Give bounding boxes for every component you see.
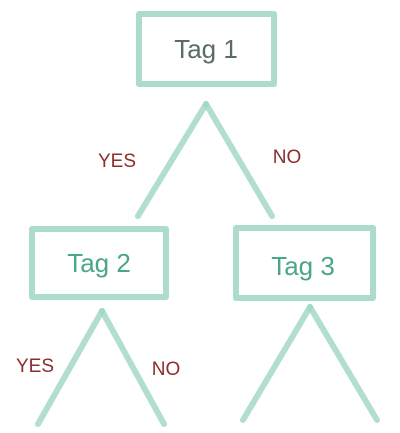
node-tag-2-box [29,226,169,300]
node-tag-2: Tag 2 [29,226,169,300]
node-tag-1-label: Tag 1 [174,34,238,64]
node-tag-1-box [136,11,277,87]
tree-edges [35,101,380,427]
edge-right-right [307,304,380,423]
branch-label-root-yes: YES [98,151,136,172]
branch-label-left-yes: YES [16,356,54,377]
branch-label-root-no: NO [273,147,302,168]
edge-right-left [240,304,313,423]
node-tag-3-label: Tag 3 [271,251,335,281]
edge-root-no [203,101,275,219]
branch-label-left-no: NO [152,359,181,380]
node-tag-2-label: Tag 2 [67,248,131,278]
edge-left-no [99,308,167,427]
edge-root-yes [135,101,209,219]
node-tag-3: Tag 3 [233,225,376,301]
edge-left-yes [35,308,105,427]
node-tag-3-box [233,225,376,301]
node-tag-1: Tag 1 [136,11,277,87]
